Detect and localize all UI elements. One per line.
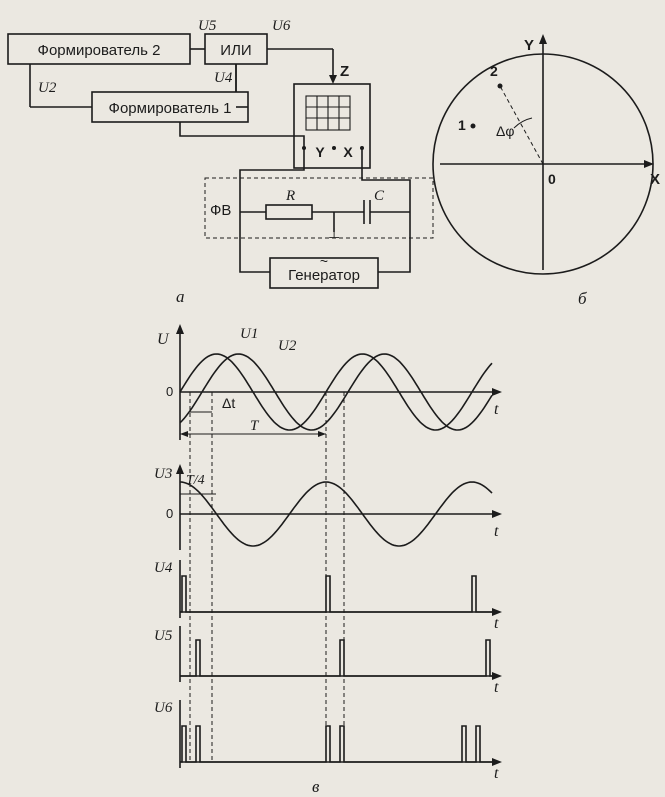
osc-input-y: Y (315, 144, 325, 160)
u4-axis-label: U4 (154, 560, 173, 576)
circle-axis-y: Y (524, 37, 534, 54)
t-label-u3: t (494, 523, 499, 540)
label-z: Z (340, 63, 349, 80)
or-gate-label: ИЛИ (220, 42, 251, 59)
t-label-u6: t (494, 765, 499, 782)
series-u1-line (179, 353, 493, 431)
vector-2 (499, 85, 544, 165)
wire-former1-y (179, 122, 305, 148)
panel-label-a: а (176, 287, 185, 306)
circle-angle-label: Δφ (496, 123, 514, 139)
label-u5: U5 (198, 18, 217, 34)
resistor (265, 204, 313, 220)
u5-axis-label: U5 (154, 628, 173, 644)
t-label-u4: t (494, 615, 499, 632)
zero-sine: 0 (166, 384, 173, 399)
t-label-u5: t (494, 679, 499, 696)
capacitor-label: C (374, 188, 385, 204)
u3-axis-label: U3 (154, 466, 172, 482)
panel-label-v: в (312, 777, 320, 796)
former1-label: Формирователь 1 (109, 100, 232, 117)
u6-axis-label: U6 (154, 700, 173, 716)
waveform-panel: U 0 t U1 U2 Δt T U3 0 t T/4 U4 t (154, 324, 502, 796)
series-u4-pulses (180, 575, 492, 613)
series-u2-line (179, 353, 493, 431)
quarter-label: T/4 (186, 473, 205, 488)
circle-axis-x: X (650, 171, 660, 188)
label-u6: U6 (272, 18, 291, 34)
label-u4: U4 (214, 70, 233, 86)
circle-point-2: 2 (490, 63, 498, 79)
angle-arc (513, 117, 533, 129)
oscilloscope-block (293, 83, 371, 169)
series-u3-line (179, 481, 493, 547)
osc-input-x: X (343, 144, 353, 160)
period-label: T (250, 418, 260, 434)
circle-point-1: 1 (458, 117, 466, 133)
t-label-sine: t (494, 401, 499, 418)
phase-shifter-box (204, 177, 434, 239)
zero-u3: 0 (166, 506, 173, 521)
generator-tilde: ~ (320, 253, 328, 269)
series-u6-pulses (180, 725, 492, 763)
former2-label: Формирователь 2 (38, 42, 161, 59)
series-u5-pulses (180, 639, 492, 677)
axis-u-label: U (157, 331, 170, 348)
circle-origin: 0 (548, 171, 556, 187)
ground-symbol: ⊥ (328, 225, 340, 241)
block-diagram: Формирователь 2 ИЛИ Формирователь 1 Y X (7, 18, 434, 306)
panel-label-b: б (578, 289, 587, 308)
u1-label: U1 (240, 326, 258, 342)
phase-shifter-label: ФВ (210, 202, 231, 219)
resistor-label: R (285, 188, 295, 204)
generator-label: Генератор (288, 267, 360, 284)
label-u2: U2 (38, 80, 57, 96)
u2-label: U2 (278, 338, 297, 354)
z-arrow (329, 75, 337, 84)
circle-diagram: X Y 0 2 1 Δφ б (432, 34, 660, 308)
generator-block (269, 257, 379, 289)
dt-label: Δt (222, 395, 235, 411)
